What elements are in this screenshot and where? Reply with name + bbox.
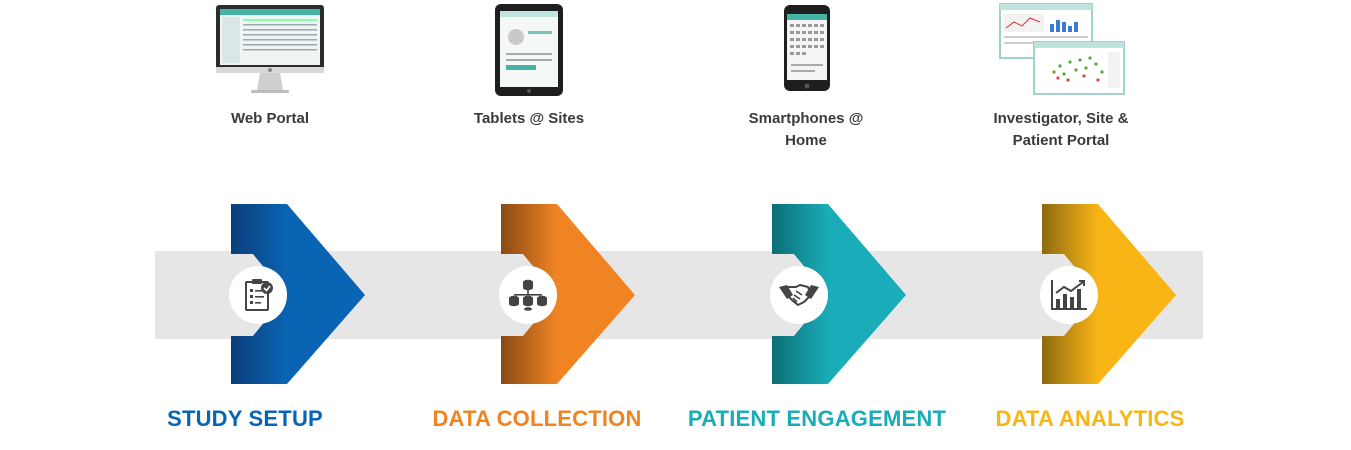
stage-data-collection <box>499 204 641 384</box>
device-portal-screens <box>998 2 1126 101</box>
icon-circle-study-setup <box>229 266 287 324</box>
device-label-portal: Investigator, Site & Patient Portal <box>993 110 1129 149</box>
device-label-tablet: Tablets @ Sites <box>473 110 585 127</box>
stage-study-setup <box>229 204 371 384</box>
database-icon <box>509 279 547 311</box>
stage-label-data-collection: DATA COLLECTION <box>432 406 642 431</box>
smartphone-icon <box>784 5 830 91</box>
icon-circle-data-collection <box>499 266 557 324</box>
stage-data-analytics <box>1040 204 1182 384</box>
checklist-icon <box>245 279 273 311</box>
tablet-icon <box>495 4 563 96</box>
device-web-portal <box>215 4 325 101</box>
icon-circle-patient-engagement <box>770 266 828 324</box>
device-label-web-portal: Web Portal <box>230 110 310 127</box>
device-smartphone <box>783 4 831 97</box>
stage-patient-engagement <box>770 204 912 384</box>
analytics-chart-icon <box>1051 280 1087 310</box>
handshake-icon <box>779 284 819 306</box>
device-tablet <box>494 3 564 102</box>
stage-label-patient-engagement: PATIENT ENGAGEMENT <box>687 406 947 431</box>
stage-label-study-setup: STUDY SETUP <box>167 406 323 431</box>
icon-circle-data-analytics <box>1040 266 1098 324</box>
stage-label-data-analytics: DATA ANALYTICS <box>995 406 1185 431</box>
desktop-monitor-icon <box>216 5 324 93</box>
device-label-smartphone: Smartphones @ Home <box>748 110 864 149</box>
dashboard-screens-icon <box>999 3 1125 95</box>
